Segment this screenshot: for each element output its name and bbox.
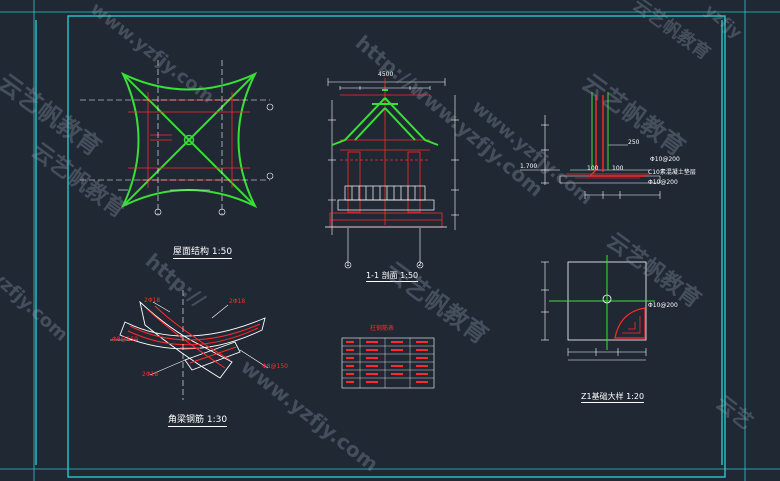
corner-beam-label-2: 2Φ18 [229,298,246,305]
roof-plan-scale: 1:50 [211,247,233,257]
foundation-elevation: 1.700 [520,163,538,170]
corner-beam-label-1: 2Φ18 [144,297,161,304]
pavilion-section [325,78,459,269]
corner-beam-scale: 1:30 [206,415,228,425]
foundation-plan [541,255,655,361]
foundation-dim-100b: 100 [612,165,624,172]
foundation-dim-100a: 100 [587,165,599,172]
corner-beam-label-5: Φ8@150 [262,363,288,370]
roof-structure-plan [80,60,274,216]
foundation-rebar-bottom: Φ10@200 [648,179,678,186]
rebar-table [341,337,435,389]
corner-beam-title-text: 角梁钢筋 [168,415,205,425]
foundation-cushion-note: C10素混凝土垫层 [648,169,696,176]
section-axis-left: 1 [346,261,350,268]
foundation-plan-title: Z1基础大样 1:20 [581,392,645,403]
corner-beam-label-4: 2Φ18 [142,371,159,378]
section-title-text: 1-1 剖面 [366,271,398,280]
foundation-dim-250: 250 [628,139,640,146]
roof-plan-title: 屋面结构 1:50 [173,247,233,259]
foundation-rebar-top: Φ10@200 [650,156,680,163]
section-scale: 1:50 [400,271,419,280]
rebar-table-title: 柱钢筋表 [370,325,395,332]
section-top-dimension: 4500 [378,71,394,78]
foundation-plan-title-text: Z1基础大样 [581,392,624,401]
corner-beam-title: 角梁钢筋 1:30 [168,415,228,427]
section-title: 1-1 剖面 1:50 [366,271,419,282]
corner-beam-label-3: Φ8@150 [112,336,138,343]
foundation-plan-rebar: Φ10@200 [648,302,678,309]
roof-plan-title-text: 屋面结构 [173,247,210,257]
foundation-section [520,92,661,199]
foundation-plan-scale: 1:20 [626,392,645,401]
corner-beam-rebar [110,290,269,400]
section-axis-right: 2 [418,261,422,268]
